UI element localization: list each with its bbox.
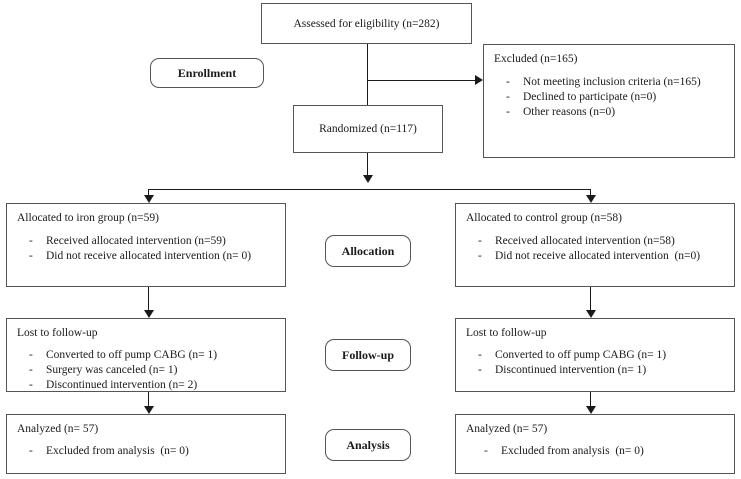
- stage-label-followup-text: Follow-up: [341, 347, 394, 362]
- arrow-split-right: [586, 195, 596, 203]
- followup-left-box: Lost to follow-up - Converted to off pump…: [6, 318, 286, 392]
- list-item: - Excluded from analysis (n= 0): [484, 444, 724, 459]
- bullet-dash: -: [29, 235, 33, 247]
- bullet-dash: -: [29, 364, 33, 376]
- stage-label-followup: Follow-up: [325, 339, 411, 371]
- connector-split-horizontal: [148, 189, 590, 190]
- analysis-left-title: Analyzed (n= 57): [17, 423, 99, 435]
- bullet-dash: -: [478, 235, 482, 247]
- randomized-label: Randomized (n=117): [319, 123, 417, 135]
- list-item: - Other reasons (n=0): [506, 105, 724, 120]
- list-item-label: Converted to off pump CABG (n= 1): [46, 349, 218, 361]
- stage-label-allocation: Allocation: [325, 235, 411, 267]
- arrow-right-followup-to-analysis: [586, 406, 596, 414]
- bullet-dash: -: [478, 364, 482, 376]
- assessed-for-eligibility-label: Assessed for eligibility (n=282): [293, 17, 440, 30]
- analysis-left-list: - Excluded from analysis (n= 0): [17, 444, 275, 459]
- analysis-right-box: Analyzed (n= 57) - Excluded from analysis…: [455, 414, 735, 474]
- bullet-dash: -: [478, 250, 482, 262]
- excluded-list: -Not meeting inclusion criteria (n=165) …: [494, 75, 724, 120]
- list-item-label: Did not receive allocated intervention (…: [46, 250, 252, 262]
- allocation-left-box: Allocated to iron group (n=59) - Received…: [6, 203, 286, 287]
- list-item-label: Excluded from analysis (n= 0): [501, 445, 644, 457]
- connector-to-excluded: [367, 80, 475, 81]
- list-item: - Converted to off pump CABG (n= 1): [29, 348, 275, 363]
- list-item: - Received allocated intervention (n=59): [29, 234, 275, 249]
- list-item: - Surgery was canceled (n= 1): [29, 363, 275, 378]
- list-item: - Received allocated intervention (n=58): [478, 234, 724, 249]
- list-item-label: Received allocated intervention (n=59): [46, 235, 226, 247]
- list-item: - Declined to participate (n=0): [506, 90, 724, 105]
- arrow-right-alloc-to-followup: [586, 310, 596, 318]
- followup-right-list: - Converted to off pump CABG (n= 1) - Disc…: [466, 348, 724, 378]
- list-item: - Not meeting inclusion criteria (n=165): [506, 75, 724, 90]
- analysis-right-list: - Excluded from analysis (n= 0): [466, 444, 724, 459]
- followup-left-title: Lost to follow-up: [17, 327, 98, 339]
- connector-split-right-down: [590, 189, 591, 199]
- arrow-randomized-down: [363, 175, 373, 183]
- assessed-for-eligibility-box: Assessed for eligibility (n=282): [261, 3, 472, 44]
- arrow-left-alloc-to-followup: [144, 310, 154, 318]
- randomized-box: Randomized (n=117): [293, 105, 443, 153]
- connector-right-followup-to-analysis: [590, 392, 591, 408]
- allocation-right-box: Allocated to control group (n=58) - Recei…: [455, 203, 735, 287]
- connector-split-left-down: [148, 189, 149, 199]
- allocation-left-list: -Received allocated intervention (n=59) …: [17, 234, 275, 264]
- bullet-dash: -: [29, 379, 33, 391]
- bullet-dash: -: [484, 445, 488, 457]
- list-item-label: Converted to off pump CABG (n= 1): [495, 349, 667, 361]
- list-item: - Discontinued intervention (n= 1): [478, 363, 724, 378]
- list-item-label: Did not receive allocated intervention (…: [495, 250, 701, 262]
- bullet-dash: -: [29, 445, 33, 457]
- allocation-left-title: Allocated to iron group (n=59): [17, 212, 159, 224]
- connector-assessed-to-randomized: [367, 44, 368, 105]
- analysis-left-box: Analyzed (n= 57) - Excluded from analysis…: [6, 414, 286, 474]
- allocation-right-list: -Received allocated intervention (n=58) …: [466, 234, 724, 264]
- connector-randomized-down: [367, 153, 368, 179]
- list-item-label: Received allocated intervention (n=58): [495, 235, 675, 247]
- bullet-dash: -: [29, 349, 33, 361]
- list-item-label: Surgery was canceled (n= 1): [46, 364, 178, 376]
- followup-left-list: - Converted to off pump CABG (n= 1) - Surg…: [17, 348, 275, 393]
- list-item: - Did not receive allocated intervention …: [478, 249, 724, 264]
- stage-label-allocation-text: Allocation: [341, 243, 395, 258]
- bullet-dash: -: [506, 76, 510, 88]
- bullet-dash: -: [478, 349, 482, 361]
- connector-right-alloc-to-followup: [590, 287, 591, 311]
- list-item: - Discontinued intervention (n= 2): [29, 378, 275, 393]
- connector-left-alloc-to-followup: [148, 287, 149, 311]
- connector-left-followup-to-analysis: [148, 392, 149, 408]
- arrow-left-followup-to-analysis: [144, 406, 154, 414]
- list-item-label: Declined to participate (n=0): [523, 91, 657, 103]
- stage-label-enrollment-text: Enrollment: [177, 65, 237, 80]
- bullet-dash: -: [506, 91, 510, 103]
- arrow-to-excluded: [475, 75, 483, 85]
- list-item: - Did not receive allocated intervention …: [29, 249, 275, 264]
- arrow-split-left: [144, 195, 154, 203]
- list-item-label: Discontinued intervention (n= 2): [46, 379, 198, 391]
- followup-right-box: Lost to follow-up - Converted to off pump…: [455, 318, 735, 392]
- list-item-label: Not meeting inclusion criteria (n=165): [523, 76, 701, 88]
- stage-label-analysis-text: Analysis: [346, 437, 390, 452]
- excluded-box: Excluded (n=165) - Not meeting inclusion …: [483, 44, 735, 158]
- followup-right-title: Lost to follow-up: [466, 327, 547, 339]
- list-item-label: Discontinued intervention (n= 1): [495, 364, 647, 376]
- allocation-right-title: Allocated to control group (n=58): [466, 212, 622, 224]
- stage-label-enrollment: Enrollment: [150, 58, 264, 88]
- excluded-title: Excluded (n=165): [494, 53, 578, 65]
- stage-label-analysis: Analysis: [325, 429, 411, 461]
- bullet-dash: -: [506, 106, 510, 118]
- bullet-dash: -: [29, 250, 33, 262]
- list-item: - Excluded from analysis (n= 0): [29, 444, 275, 459]
- list-item-label: Other reasons (n=0): [523, 106, 616, 118]
- list-item-label: Excluded from analysis (n= 0): [46, 445, 189, 457]
- analysis-right-title: Analyzed (n= 57): [466, 423, 548, 435]
- list-item: - Converted to off pump CABG (n= 1): [478, 348, 724, 363]
